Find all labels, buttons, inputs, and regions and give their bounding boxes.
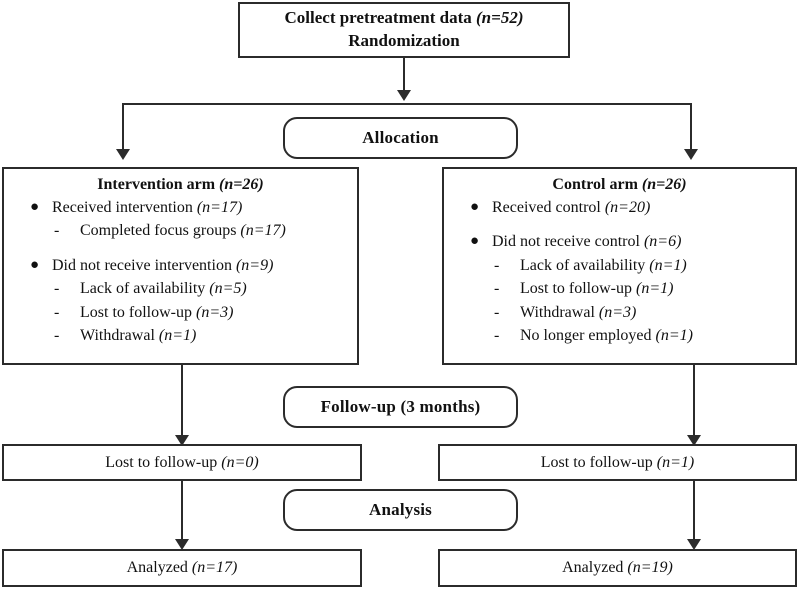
intervention-analyzed-text: Analyzed [126,559,188,576]
control-lost-followup-box: Lost to follow-up (n=1) [438,444,797,481]
stage-allocation-box: Allocation [283,117,518,159]
control-item-withdrawal-n: (n=3) [598,303,637,321]
intervention-items-spacer [8,242,353,253]
control-item-withdrawal: - Withdrawal (n=3) [448,303,791,323]
bullet-icon: ● [30,199,40,215]
control-item-not-received-n: (n=6) [643,233,682,251]
control-item-no-longer-employed-text: No longer employed [520,327,652,345]
dash-icon: - [54,303,60,321]
intervention-item-withdrawal: - Withdrawal (n=1) [8,326,353,346]
intervention-lost-followup-text: Lost to follow-up [105,453,218,471]
intervention-arm-heading-n: (n=26) [219,176,264,193]
dash-icon: - [494,327,500,345]
dash-icon: - [494,256,500,274]
intervention-item-withdrawal-n: (n=1) [158,327,197,345]
intervention-arm-heading: Intervention arm (n=26) [8,176,353,194]
connector-control-to-lost [693,365,695,437]
intervention-arm-heading-text: Intervention arm [97,176,216,193]
bullet-icon: ● [470,199,480,215]
control-lost-followup-n: (n=1) [656,453,695,471]
control-item-received-text: Received control [492,199,601,216]
control-item-lost-followup-n: (n=1) [636,280,674,298]
control-analyzed-box: Analyzed (n=19) [438,549,797,587]
dash-icon: - [494,280,500,298]
intervention-item-focus-groups-text: Completed focus groups [80,222,237,240]
intervention-item-not-received-text: Did not receive intervention [52,256,232,274]
control-item-no-longer-employed: - No longer employed (n=1) [448,326,791,346]
intervention-item-focus-groups-n: (n=17) [240,222,286,240]
arrowhead-enrollment [397,90,411,101]
arrowhead-intervention-analyzed [175,539,189,550]
control-analyzed-n: (n=19) [627,559,673,576]
connector-enrollment-to-split [403,58,405,92]
control-item-no-longer-employed-n: (n=1) [655,327,693,345]
bullet-icon: ● [470,233,480,250]
control-item-lost-followup-text: Lost to follow-up [520,280,632,298]
intervention-item-received: ● Received intervention (n=17) [8,198,353,218]
control-arm-heading-n: (n=26) [641,176,687,193]
intervention-item-focus-groups: - Completed focus groups (n=17) [8,221,353,241]
stage-analysis-box: Analysis [283,489,518,531]
intervention-item-lack-availability-n: (n=5) [209,280,247,298]
split-bar-allocation [122,103,692,105]
enrollment-box: Collect pretreatment data (n=52) Randomi… [238,2,570,58]
connector-intervention-to-analyzed [181,481,183,541]
intervention-analyzed-box: Analyzed (n=17) [2,549,362,587]
dash-icon: - [54,327,60,345]
stage-followup-label: Follow-up (3 months) [320,397,481,416]
stage-allocation-label: Allocation [362,128,439,147]
intervention-item-lost-followup-text: Lost to follow-up [80,303,192,321]
stage-analysis-label: Analysis [368,500,432,519]
intervention-lost-followup-n: (n=0) [221,453,259,471]
control-item-lack-availability-text: Lack of availability [520,256,646,274]
stage-followup-box: Follow-up (3 months) [283,386,518,428]
dash-icon: - [54,222,60,240]
intervention-item-not-received: ● Did not receive intervention (n=9) [8,256,353,276]
intervention-item-lack-availability-text: Lack of availability [80,280,206,298]
control-arm-heading: Control arm (n=26) [448,176,791,194]
control-arm-heading-text: Control arm [552,176,638,193]
connector-control-to-analyzed [693,481,695,541]
intervention-item-received-n: (n=17) [196,199,243,216]
connector-split-to-intervention [122,103,124,151]
arrowhead-control-arm [684,149,698,160]
control-items-spacer [448,218,791,229]
intervention-item-lack-availability: - Lack of availability (n=5) [8,279,353,299]
intervention-lost-followup-box: Lost to follow-up (n=0) [2,444,362,481]
dash-icon: - [494,303,500,321]
arrowhead-control-lost [687,435,701,446]
intervention-item-not-received-n: (n=9) [235,256,274,274]
control-item-not-received: ● Did not receive control (n=6) [448,232,791,252]
intervention-arm-box: Intervention arm (n=26) ● Received inter… [2,167,359,365]
control-item-received-n: (n=20) [604,199,651,216]
intervention-item-lost-followup: - Lost to follow-up (n=3) [8,303,353,323]
intervention-analyzed-n: (n=17) [191,559,238,576]
arrowhead-intervention-arm [116,149,130,160]
intervention-item-received-text: Received intervention [52,199,193,216]
arrowhead-control-analyzed [687,539,701,550]
control-arm-box: Control arm (n=26) ● Received control (n… [442,167,797,365]
control-item-lack-availability-n: (n=1) [649,256,687,274]
control-analyzed-text: Analyzed [562,559,624,576]
enrollment-line-1: Collect pretreatment data (n=52) [285,7,524,30]
connector-split-to-control [690,103,692,151]
intervention-item-withdrawal-text: Withdrawal [80,327,155,345]
control-item-withdrawal-text: Withdrawal [520,303,595,321]
connector-intervention-to-lost [181,365,183,437]
bullet-icon: ● [30,256,40,273]
control-item-lost-followup: - Lost to follow-up (n=1) [448,279,791,299]
control-item-lack-availability: - Lack of availability (n=1) [448,256,791,276]
intervention-item-lost-followup-n: (n=3) [196,303,234,321]
enrollment-line-1-n: (n=52) [476,8,524,28]
enrollment-line-1-text: Collect pretreatment data [284,8,472,28]
control-item-received: ● Received control (n=20) [448,198,791,218]
arrowhead-intervention-lost [175,435,189,446]
control-item-not-received-text: Did not receive control [492,233,640,251]
enrollment-line-2: Randomization [348,31,460,50]
control-lost-followup-text: Lost to follow-up [540,453,653,471]
dash-icon: - [54,280,60,298]
